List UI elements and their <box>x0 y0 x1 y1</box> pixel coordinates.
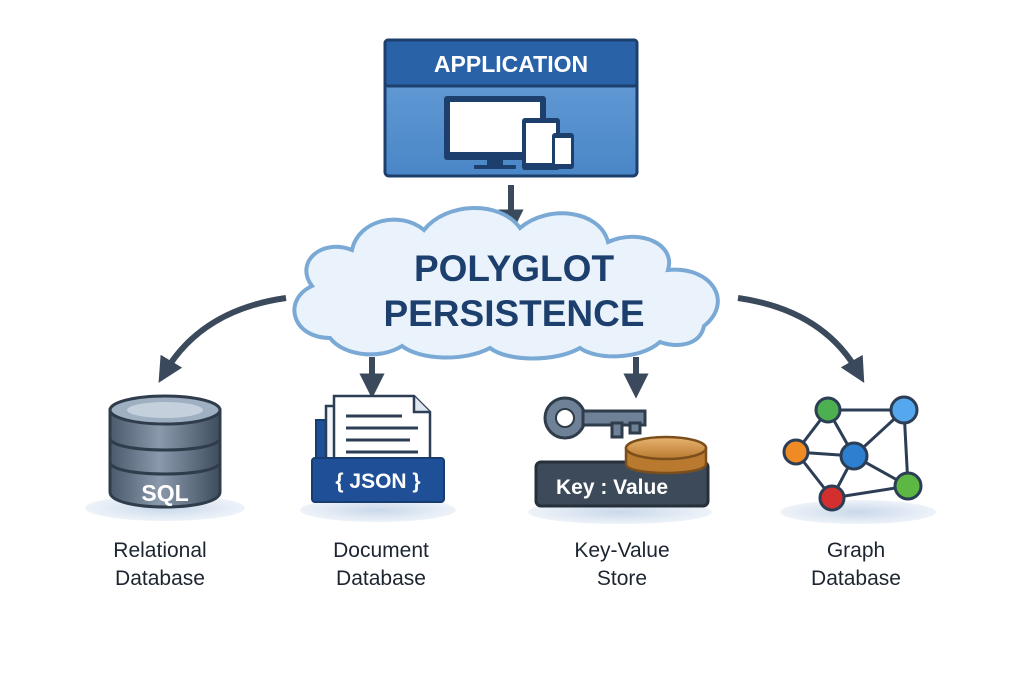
application-box: APPLICATION <box>383 38 639 178</box>
hub-title-line1: POLYGLOT <box>414 248 615 289</box>
relational-database-node: SQL <box>85 394 245 521</box>
document-database-node: { JSON } <box>300 394 456 522</box>
label-line-2: Database <box>115 567 205 590</box>
coin-icon <box>624 435 708 475</box>
devices-icon <box>444 96 574 170</box>
relational-database-label: Relational Database <box>60 537 260 593</box>
database-cylinder-icon <box>108 394 222 509</box>
hub-title-line2: PERSISTENCE <box>383 293 644 334</box>
sql-badge: SQL <box>141 480 188 506</box>
arrow-hub-to-graph <box>737 295 865 383</box>
label-line-2: Database <box>811 567 901 590</box>
graph-database-label: Graph Database <box>756 537 956 593</box>
label-line-2: Database <box>336 567 426 590</box>
application-title: APPLICATION <box>434 51 588 77</box>
graph-node-green-2 <box>893 471 923 501</box>
flow-arrows <box>158 185 865 399</box>
label-line-1: Document <box>333 539 429 562</box>
graph-database-node <box>780 395 936 524</box>
graph-node-blue <box>839 441 869 471</box>
arrow-hub-to-relational <box>158 295 287 383</box>
key-value-store-node: Key : Value <box>528 396 712 524</box>
document-database-label: Document Database <box>281 537 481 593</box>
graph-network-icon <box>782 395 923 512</box>
json-badge: { JSON } <box>335 470 420 493</box>
label-line-1: Graph <box>826 539 886 562</box>
label-line-1: Key-Value <box>574 539 670 562</box>
key-icon <box>543 396 647 440</box>
node-shadow <box>780 500 936 524</box>
graph-node-red <box>818 484 846 512</box>
document-stack-icon <box>311 394 445 503</box>
graph-node-green <box>814 396 842 424</box>
key-value-badge: Key : Value <box>556 476 668 499</box>
key-value-store-label: Key-Value Store <box>522 537 722 593</box>
label-line-2: Store <box>596 567 648 590</box>
node-shadow <box>300 498 456 522</box>
graph-node-lightblue <box>889 395 919 425</box>
polyglot-persistence-cloud: POLYGLOT PERSISTENCE <box>292 206 720 361</box>
label-line-1: Relational <box>113 539 207 562</box>
graph-node-orange <box>782 438 810 466</box>
